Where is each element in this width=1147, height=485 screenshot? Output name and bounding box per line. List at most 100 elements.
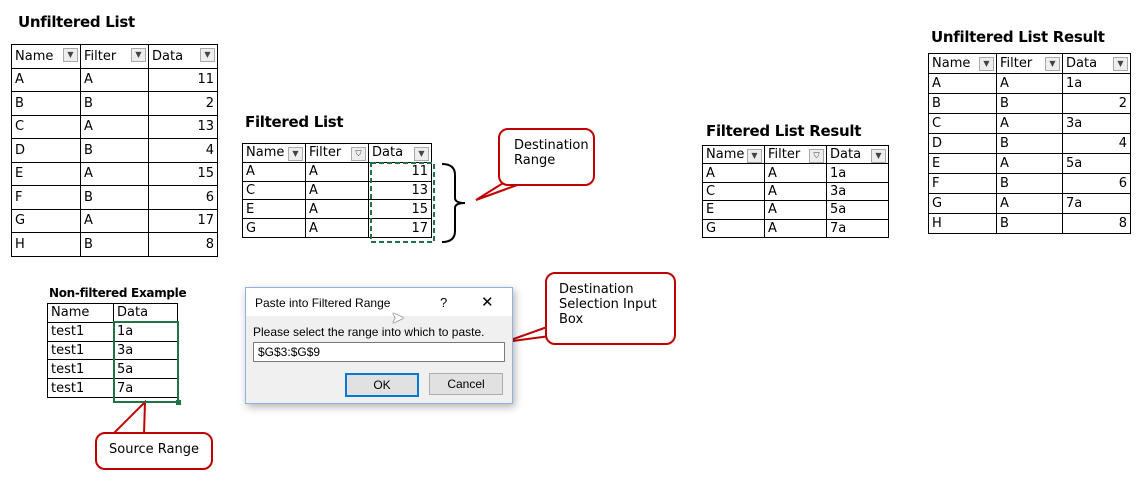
table-cell[interactable]: 17 — [148, 208, 218, 233]
table-cell[interactable]: E — [242, 199, 306, 220]
table-cell[interactable]: 8 — [148, 232, 218, 257]
dropdown-arrow-icon[interactable]: ▼ — [200, 48, 215, 62]
table-cell[interactable]: F — [11, 185, 81, 210]
table-cell[interactable]: G — [928, 193, 997, 214]
table-cell[interactable]: A — [764, 200, 827, 220]
table-cell[interactable]: 2 — [148, 91, 218, 116]
table-cell[interactable]: 3a — [113, 340, 178, 361]
table-cell[interactable]: A — [305, 218, 369, 238]
range-input[interactable]: $G$3:$G$9 — [253, 342, 505, 362]
table-cell[interactable]: 1a — [113, 321, 178, 342]
dropdown-arrow-icon[interactable]: ▼ — [131, 48, 146, 62]
table-cell[interactable]: 1a — [826, 163, 889, 183]
table-cell[interactable]: 3a — [1062, 113, 1131, 134]
table-cell[interactable]: A — [11, 67, 81, 92]
table-cell[interactable]: B — [996, 133, 1063, 154]
table-cell[interactable]: H — [11, 232, 81, 257]
table-cell[interactable]: C — [702, 181, 765, 202]
table-cell[interactable]: 7a — [826, 218, 889, 238]
filter-active-icon[interactable]: ⛉ — [351, 147, 366, 161]
table-cell[interactable]: 5a — [1062, 153, 1131, 174]
close-icon[interactable]: ✕ — [481, 294, 494, 311]
table-cell[interactable]: B — [80, 91, 149, 116]
table-cell[interactable]: 2 — [1062, 93, 1131, 114]
table-cell[interactable]: test1 — [47, 378, 114, 398]
dropdown-arrow-icon[interactable]: ▼ — [871, 149, 886, 163]
table-cell[interactable]: A — [80, 67, 149, 92]
table-cell[interactable]: 7a — [113, 378, 178, 398]
table-cell[interactable]: B — [80, 232, 149, 257]
dropdown-arrow-icon[interactable]: ▼ — [1113, 57, 1128, 71]
table-cell[interactable]: 11 — [148, 67, 218, 92]
table-cell[interactable]: 4 — [1062, 133, 1131, 154]
table-cell[interactable]: 4 — [148, 138, 218, 163]
ok-button[interactable]: OK — [345, 373, 419, 397]
table-cell[interactable]: 17 — [368, 218, 432, 238]
table-cell[interactable]: 6 — [148, 185, 218, 210]
table-cell[interactable]: A — [305, 180, 369, 201]
table-cell[interactable]: C — [928, 113, 997, 134]
table-cell[interactable]: E — [928, 153, 997, 174]
table-cell[interactable]: A — [996, 73, 1063, 94]
table-cell[interactable]: A — [702, 163, 765, 183]
table-cell[interactable]: test1 — [47, 340, 114, 361]
table-cell[interactable]: B — [11, 91, 81, 116]
table-cell[interactable]: 15 — [368, 199, 432, 220]
table-cell[interactable]: 8 — [1062, 213, 1131, 234]
table-cell[interactable]: 7a — [1062, 193, 1131, 214]
help-button[interactable]: ? — [440, 295, 448, 310]
table-cell[interactable]: B — [996, 213, 1063, 234]
table-cell[interactable]: A — [764, 163, 827, 183]
table-cell[interactable]: A — [242, 161, 306, 182]
table-cell[interactable]: test1 — [47, 321, 114, 342]
table-cell[interactable]: H — [928, 213, 997, 234]
table-cell[interactable]: A — [305, 199, 369, 220]
table-cell[interactable]: B — [80, 138, 149, 163]
table-cell[interactable]: 15 — [148, 161, 218, 186]
filter-active-icon[interactable]: ⛉ — [809, 149, 824, 163]
table-cell[interactable]: test1 — [47, 359, 114, 380]
table-cell[interactable]: D — [11, 138, 81, 163]
table-cell[interactable]: A — [996, 193, 1063, 214]
table-cell[interactable]: A — [928, 73, 997, 94]
table-cell[interactable]: B — [996, 173, 1063, 194]
table-cell[interactable]: G — [242, 218, 306, 238]
table-cell[interactable]: E — [702, 200, 765, 220]
table-cell[interactable]: G — [702, 218, 765, 238]
table-cell[interactable]: A — [996, 113, 1063, 134]
table-cell[interactable]: G — [11, 208, 81, 233]
dropdown-arrow-icon[interactable]: ▼ — [414, 147, 429, 161]
table-cell[interactable]: A — [80, 208, 149, 233]
table-cell[interactable]: D — [928, 133, 997, 154]
table-cell[interactable]: A — [80, 161, 149, 186]
table-cell[interactable]: 13 — [368, 180, 432, 201]
table-cell[interactable]: 1a — [1062, 73, 1131, 94]
table-cell[interactable]: 11 — [368, 161, 432, 182]
table-cell[interactable]: A — [80, 114, 149, 139]
table-cell[interactable]: E — [11, 161, 81, 186]
table-cell[interactable]: 3a — [826, 181, 889, 202]
table-cell[interactable]: A — [764, 218, 827, 238]
table-cell[interactable]: A — [764, 181, 827, 202]
cancel-button[interactable]: Cancel — [429, 373, 503, 395]
table-cell[interactable]: B — [80, 185, 149, 210]
dropdown-arrow-icon[interactable]: ▼ — [747, 149, 762, 163]
table-cell[interactable]: 5a — [826, 200, 889, 220]
table-cell[interactable]: B — [928, 93, 997, 114]
dropdown-arrow-icon[interactable]: ▼ — [979, 57, 994, 71]
table-cell[interactable]: 13 — [148, 114, 218, 139]
table-cell[interactable]: B — [996, 93, 1063, 114]
table-cell[interactable]: C — [242, 180, 306, 201]
table-cell[interactable]: A — [305, 161, 369, 182]
dropdown-arrow-icon[interactable]: ▼ — [1045, 57, 1060, 71]
dropdown-arrow-icon[interactable]: ▼ — [63, 48, 78, 62]
dropdown-arrow-icon[interactable]: ▼ — [288, 147, 303, 161]
callout-pointer-source-range — [112, 399, 147, 435]
table-cell[interactable]: 5a — [113, 359, 178, 380]
table-cell[interactable]: A — [996, 153, 1063, 174]
table-cell[interactable]: C — [11, 114, 81, 139]
table-cell[interactable]: F — [928, 173, 997, 194]
table-cell[interactable]: 6 — [1062, 173, 1131, 194]
